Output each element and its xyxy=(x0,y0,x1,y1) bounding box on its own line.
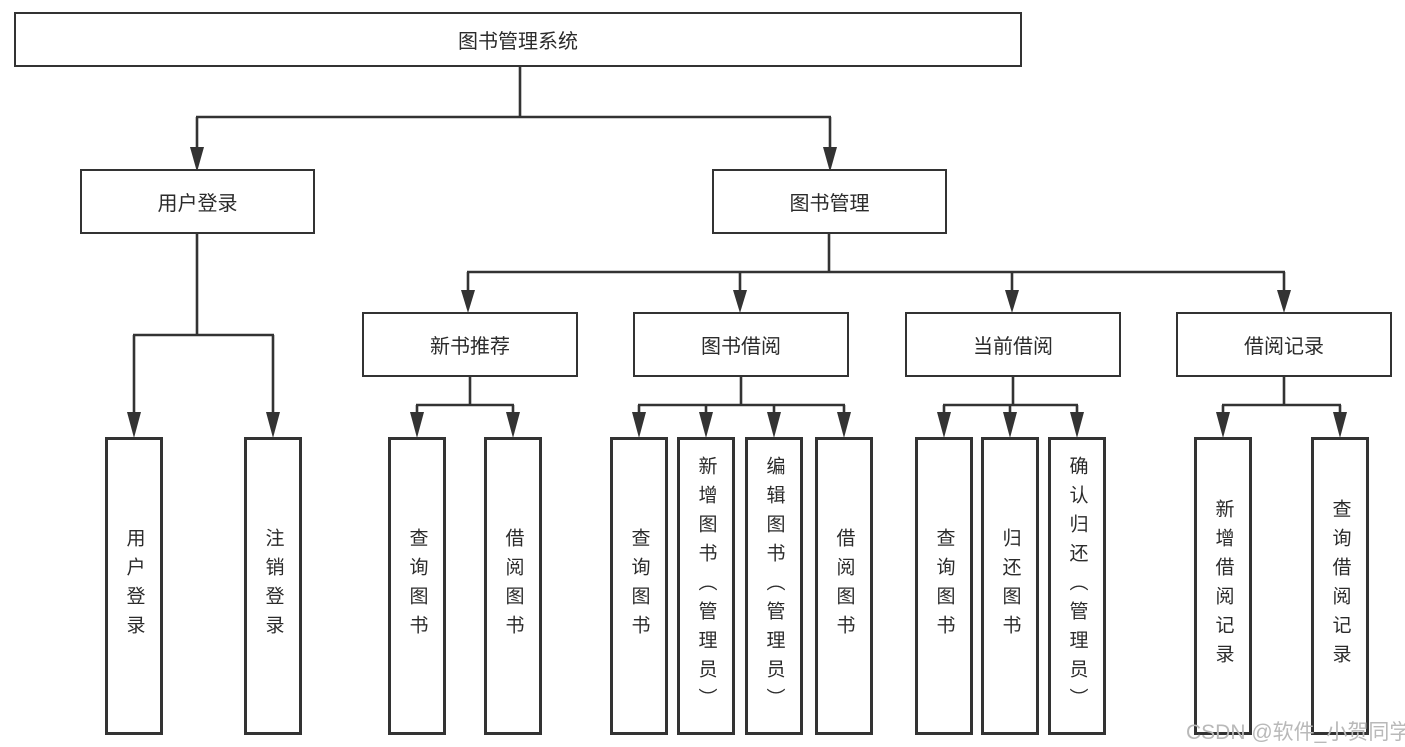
node-user-login: 用户登录 xyxy=(80,169,315,234)
leaf-current-query-books: 查询图书 xyxy=(915,437,973,735)
leaf-borrow-borrow-books-label: 借阅图书 xyxy=(833,528,855,644)
leaf-records-query-record-label: 查询借阅记录 xyxy=(1329,499,1351,673)
leaf-borrow-add-books-admin-label: 新增图书（管理员） xyxy=(695,455,717,717)
node-book-management: 图书管理 xyxy=(712,169,947,234)
leaf-current-confirm-return-admin: 确认归还（管理员） xyxy=(1048,437,1106,735)
node-system-root-label: 图书管理系统 xyxy=(458,31,578,53)
leaf-borrow-query-books: 查询图书 xyxy=(610,437,668,735)
node-borrow-records-label: 借阅记录 xyxy=(1244,336,1324,358)
node-borrow-records: 借阅记录 xyxy=(1176,312,1392,377)
leaf-user-login: 用户登录 xyxy=(105,437,163,735)
arrowheads xyxy=(127,147,1347,438)
node-book-management-label: 图书管理 xyxy=(789,193,870,215)
leaf-borrow-edit-books-admin-label: 编辑图书（管理员） xyxy=(763,455,785,717)
node-user-login-label: 用户登录 xyxy=(157,193,238,215)
leaf-current-confirm-return-admin-label: 确认归还（管理员） xyxy=(1066,455,1088,717)
csdn-watermark: CSDN @软件_小贺同学 xyxy=(1186,721,1405,744)
node-book-borrow-label: 图书借阅 xyxy=(701,336,781,358)
node-new-book-recommend-label: 新书推荐 xyxy=(430,336,510,358)
node-current-borrow-label: 当前借阅 xyxy=(973,336,1053,358)
leaf-borrow-borrow-books: 借阅图书 xyxy=(815,437,873,735)
leaf-logout-label: 注销登录 xyxy=(262,528,284,644)
leaf-recommend-query-books: 查询图书 xyxy=(388,437,446,735)
leaf-logout: 注销登录 xyxy=(244,437,302,735)
leaf-recommend-borrow-books: 借阅图书 xyxy=(484,437,542,735)
node-new-book-recommend: 新书推荐 xyxy=(362,312,578,377)
leaf-borrow-query-books-label: 查询图书 xyxy=(628,528,650,644)
leaf-records-add-record-label: 新增借阅记录 xyxy=(1212,499,1234,673)
leaf-current-query-books-label: 查询图书 xyxy=(933,528,955,644)
leaf-recommend-borrow-books-label: 借阅图书 xyxy=(502,528,524,644)
node-book-borrow: 图书借阅 xyxy=(633,312,849,377)
node-system-root: 图书管理系统 xyxy=(14,12,1022,67)
leaf-borrow-edit-books-admin: 编辑图书（管理员） xyxy=(745,437,803,735)
leaf-current-return-books: 归还图书 xyxy=(981,437,1039,735)
leaf-borrow-add-books-admin: 新增图书（管理员） xyxy=(677,437,735,735)
leaf-records-query-record: 查询借阅记录 xyxy=(1311,437,1369,735)
leaf-current-return-books-label: 归还图书 xyxy=(999,528,1021,644)
leaf-user-login-label: 用户登录 xyxy=(123,528,145,644)
node-current-borrow: 当前借阅 xyxy=(905,312,1121,377)
leaf-recommend-query-books-label: 查询图书 xyxy=(406,528,428,644)
leaf-records-add-record: 新增借阅记录 xyxy=(1194,437,1252,735)
